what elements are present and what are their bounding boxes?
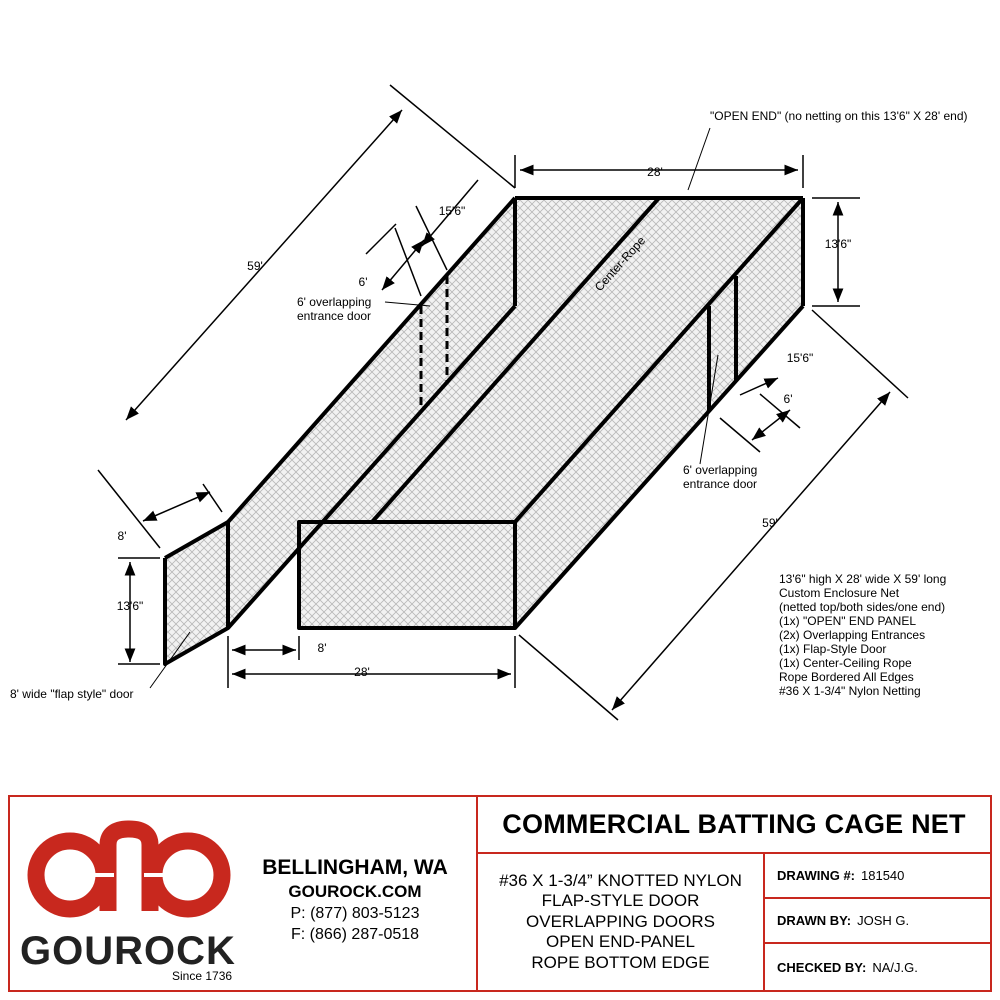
leader-lines xyxy=(149,127,719,689)
drawn-by-value: JOSH G. xyxy=(857,913,910,928)
drawing-number-value: 181540 xyxy=(861,868,905,883)
company-city: BELLINGHAM, WA xyxy=(262,856,448,879)
rope-edges xyxy=(163,196,805,666)
dashed-edges xyxy=(297,276,517,549)
door-left-label-line2: entrance door xyxy=(297,309,371,323)
dim-door-offset-right: 15'6" xyxy=(787,351,814,365)
company-cell: GOUROCK Since 1736 BELLINGHAM, WA GOUROC… xyxy=(10,797,478,990)
spec-note: (1x) "OPEN" END PANEL xyxy=(779,614,916,628)
company-website: GOUROCK.COM xyxy=(288,882,422,901)
title-block: GOUROCK Since 1736 BELLINGHAM, WA GOUROC… xyxy=(8,795,992,992)
contact-info: BELLINGHAM, WA GOUROCK.COM P: (877) 803-… xyxy=(232,855,478,945)
spec-note: Rope Bordered All Edges xyxy=(779,670,914,684)
spec-line: #36 X 1-3/4” KNOTTED NYLON xyxy=(499,870,742,890)
dim-width-bottom: 28' xyxy=(354,665,370,679)
spec-line: FLAP-STYLE DOOR xyxy=(541,891,700,911)
checked-by-cell: CHECKED BY: NA/J.G. xyxy=(765,944,990,990)
open-end-note: "OPEN END" (no netting on this 13'6" X 2… xyxy=(710,109,968,123)
drawing-number-cell: DRAWING #: 181540 xyxy=(765,854,990,899)
dim-flap-offset-bottom: 8' xyxy=(318,641,327,655)
door-right-label-line2: entrance door xyxy=(683,477,757,491)
company-fax: F: (866) 287-0518 xyxy=(290,926,420,943)
dim-flap-width: 8' xyxy=(118,529,127,543)
spec-note: 13'6" high X 28' wide X 59' long xyxy=(779,572,946,586)
spec-list-cell: #36 X 1-3/4” KNOTTED NYLON FLAP-STYLE DO… xyxy=(478,854,765,990)
spec-note: #36 X 1-3/4" Nylon Netting xyxy=(779,684,921,698)
spec-line: ROPE BOTTOM EDGE xyxy=(531,952,710,972)
end-panel-net xyxy=(299,522,515,628)
cage-net-drawing: 59' 15'6" 6' 28' 13'6" 15'6" 6' 59' 8' 1… xyxy=(10,84,968,721)
gourock-logo-icon xyxy=(27,820,231,918)
drawing-title: COMMERCIAL BATTING CAGE NET xyxy=(502,809,966,839)
drawing-number-label: DRAWING #: xyxy=(777,868,855,883)
dim-length-right: 59' xyxy=(762,516,778,530)
company-since: Since 1736 xyxy=(172,969,233,983)
spec-note: (2x) Overlapping Entrances xyxy=(779,628,925,642)
dim-door-width-right: 6' xyxy=(784,392,793,406)
door-left-label-line1: 6' overlapping xyxy=(297,295,371,309)
drawn-by-label: DRAWN BY: xyxy=(777,913,852,928)
spec-line: OPEN END-PANEL xyxy=(546,932,695,952)
spec-notes: 13'6" high X 28' wide X 59' long Custom … xyxy=(779,572,946,698)
drawn-by-cell: DRAWN BY: JOSH G. xyxy=(765,899,990,944)
spec-note: (1x) Flap-Style Door xyxy=(779,642,886,656)
spec-note: (1x) Center-Ceiling Rope xyxy=(779,656,912,670)
flap-door-label: 8' wide "flap style" door xyxy=(10,687,134,701)
company-phone: P: (877) 803-5123 xyxy=(290,905,420,922)
drawing-title-cell: COMMERCIAL BATTING CAGE NET xyxy=(478,797,990,854)
checked-by-value: NA/J.G. xyxy=(872,959,918,975)
dimension-lines xyxy=(97,84,909,721)
checked-by-label: CHECKED BY: xyxy=(777,959,867,975)
dim-door-offset-left: 15'6" xyxy=(439,204,466,218)
spec-note: (netted top/both sides/one end) xyxy=(779,600,945,614)
callout-labels: "OPEN END" (no netting on this 13'6" X 2… xyxy=(10,109,968,701)
dim-length-left: 59' xyxy=(247,259,263,273)
dim-height-right: 13'6" xyxy=(825,237,852,251)
dim-height-left: 13'6" xyxy=(117,599,144,613)
company-name: GOUROCK xyxy=(20,929,236,973)
door-right-label-line1: 6' overlapping xyxy=(683,463,757,477)
spec-note: Custom Enclosure Net xyxy=(779,586,900,600)
spec-line: OVERLAPPING DOORS xyxy=(526,911,715,931)
dim-door-width-left: 6' xyxy=(359,275,368,289)
flap-door-net xyxy=(165,522,228,664)
dimension-labels: 59' 15'6" 6' 28' 13'6" 15'6" 6' 59' 8' 1… xyxy=(117,165,852,679)
dim-width-top: 28' xyxy=(647,165,663,179)
